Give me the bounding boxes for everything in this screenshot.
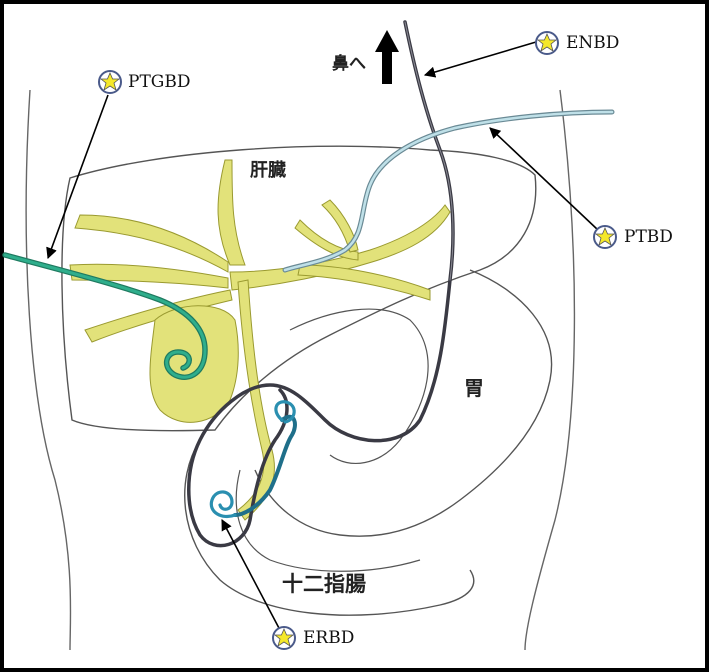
stomach-inner-curve [289,308,429,464]
ptbd-tube-core [283,110,614,272]
label-ptbd: PTBD [624,227,673,247]
ptbd-pointer [489,127,599,231]
stomach-outline [254,269,553,537]
label-enbd: ENBD [566,33,620,53]
body-outline-left [25,89,72,651]
star-icon-ptbd [593,225,617,249]
erbd-pointer [221,519,281,631]
ptgbd-tube-core [3,253,207,379]
label-erbd: ERBD [303,628,355,648]
enbd-pointer [423,41,537,78]
ptgbd-pointer [46,94,109,260]
star-icon-enbd [535,31,559,55]
star-icon-ptgbd [98,70,122,94]
label-ptgbd: PTGBD [128,72,191,92]
star-icon-erbd [272,626,296,650]
duodenum-inner [235,469,421,572]
body-outline-right [524,89,576,651]
up-arrow-icon [375,30,399,84]
label-nose: 鼻へ [332,54,366,74]
erbd-upper-curl [274,400,296,424]
label-liver: 肝臓 [250,160,286,181]
label-duodenum: 十二指腸 [282,572,366,596]
label-stomach: 胃 [464,376,484,400]
erbd-stent [233,414,297,517]
erbd-lower-curl [209,490,237,519]
duodenum-outline [184,439,475,616]
enbd-tube-highlight [404,21,454,281]
